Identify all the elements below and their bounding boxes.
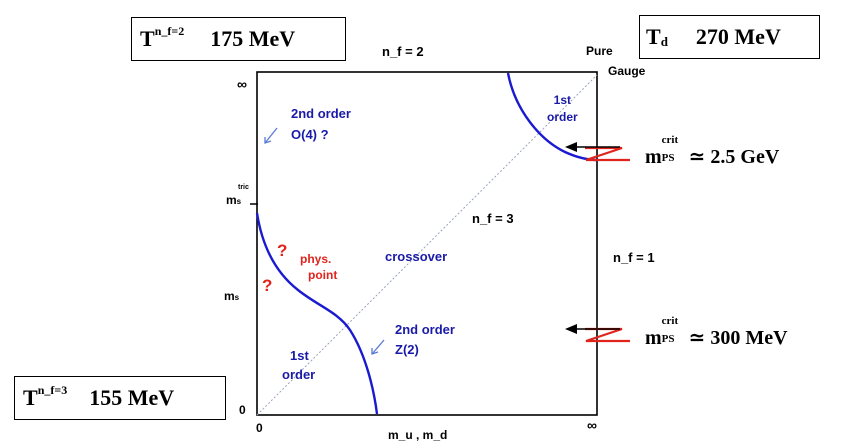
physical-point-label: phys. point	[294, 251, 337, 283]
y-infinity-label: ∞	[237, 76, 247, 92]
first-order-gauge-line2: order	[547, 110, 578, 124]
ms-tric-sup: tric	[238, 184, 249, 191]
second-order-o4-line1: 2nd order	[291, 106, 351, 121]
ms-m: m	[224, 289, 235, 303]
tc-nf3-symbol: T	[23, 385, 38, 410]
question-mark-2: ?	[262, 276, 273, 295]
nf1-label: n_f = 1	[613, 250, 655, 265]
plot-frame	[256, 71, 598, 416]
ms-sub: s	[234, 293, 240, 302]
ms-tric-m: m	[226, 193, 237, 207]
mcrit-bottom-m: m	[645, 327, 662, 349]
first-order-gauge-line1: 1st	[553, 93, 572, 107]
td-sub: d	[660, 34, 668, 49]
arrow-o4-icon	[264, 127, 278, 144]
x-axis-label: m_u , m_d	[388, 428, 448, 442]
mcrit-top-sup: crit	[661, 134, 679, 146]
nf3-label: n_f = 3	[472, 211, 514, 226]
x-infinity-label: ∞	[587, 417, 597, 433]
mcrit-top-sub: PS	[661, 152, 675, 164]
ms-tric-sub: s	[236, 197, 242, 206]
tc-nf3-sup: n_f=3	[37, 382, 68, 397]
mcrit-bottom-sup: crit	[661, 315, 679, 327]
tc-nf3-value: 155 MeV	[89, 385, 175, 410]
physical-point-line1: phys.	[299, 252, 332, 266]
question-mark-1: ?	[277, 241, 288, 260]
td-value: 270 MeV	[695, 24, 781, 49]
x-zero-label: 0	[256, 421, 263, 435]
chiral-critical-line	[255, 212, 379, 415]
mcrit-top-value: ≃ 2.5 GeV	[688, 146, 780, 168]
arrow-z2-icon	[371, 339, 385, 355]
second-order-o4-line2: O(4) ?	[291, 127, 329, 142]
ms-tric-label: ms	[226, 193, 241, 207]
second-order-z2-label: 2nd order Z(2)	[395, 320, 455, 360]
physical-point-line2: point	[308, 268, 338, 282]
first-order-chiral-label: 1st order	[282, 346, 315, 384]
second-order-z2-line1: 2nd order	[395, 322, 455, 337]
mcrit-bottom-value: ≃ 300 MeV	[688, 327, 788, 349]
zigzag-arrow-top-icon	[565, 142, 630, 162]
tc-nf2-symbol: T	[140, 26, 155, 51]
mcrit-top-m: m	[645, 146, 662, 168]
mcrit-bottom-sub: PS	[661, 333, 675, 345]
crossover-label: crossover	[385, 249, 448, 264]
gauge-label: Gauge	[608, 64, 646, 78]
ms-label: ms	[224, 289, 239, 303]
td-symbol: T	[646, 24, 661, 49]
tc-nf2-sup: n_f=2	[154, 23, 185, 38]
nf2-label: n_f = 2	[382, 44, 424, 59]
zigzag-arrow-bottom-icon	[565, 324, 630, 343]
y-zero-label: 0	[239, 403, 246, 417]
tc-nf2-value: 175 MeV	[210, 26, 296, 51]
first-order-gauge-label: 1st order	[547, 92, 578, 126]
second-order-o4-label: 2nd order O(4) ?	[291, 103, 351, 145]
first-order-chiral-line2: order	[282, 367, 316, 382]
first-order-chiral-line1: 1st	[290, 348, 309, 363]
pure-label: Pure	[586, 44, 613, 58]
second-order-z2-line2: Z(2)	[395, 342, 419, 357]
nf3-diagonal-line	[256, 74, 598, 416]
